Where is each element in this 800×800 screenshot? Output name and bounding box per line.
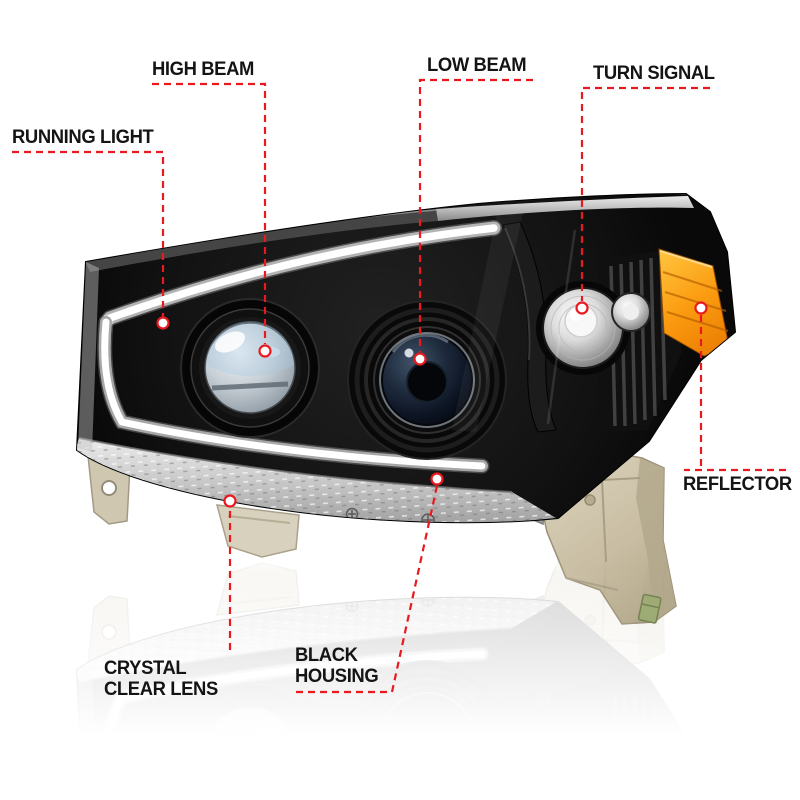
leader-dot-high-beam — [258, 344, 272, 358]
drl-running-light-tube — [97, 220, 502, 474]
leader-line-black-housing — [296, 485, 439, 694]
bracket-hole — [101, 480, 117, 496]
leader-dot-turn-signal — [575, 301, 589, 315]
high-beam-projector — [180, 298, 320, 438]
bracket-hole — [584, 494, 596, 506]
label-low-beam: LOW BEAM — [427, 55, 527, 76]
top-weatherstrip — [84, 209, 438, 272]
label-reflector: REFLECTOR — [683, 474, 792, 495]
crystal-clear-lens-strip — [77, 437, 556, 523]
leader-dot-running-light — [156, 316, 170, 330]
label-turn-signal: TURN SIGNAL — [593, 63, 715, 84]
leader-dot-reflector — [694, 301, 708, 315]
label-black-housing: BLACK HOUSING — [295, 645, 379, 687]
leader-line-running-light — [12, 150, 165, 317]
leader-line-reflector — [684, 314, 786, 472]
housing-divider-ridge — [502, 221, 557, 433]
label-crystal-clear-lens: CRYSTAL CLEAR LENS — [104, 658, 218, 700]
leader-dot-crystal-clear-lens — [223, 494, 237, 508]
top-chrome-trim — [436, 196, 694, 221]
leader-dot-low-beam — [413, 352, 427, 366]
floor-reflection — [70, 496, 750, 800]
label-high-beam: HIGH BEAM — [152, 59, 254, 80]
callout-lines — [12, 78, 786, 694]
headlamp-artwork — [75, 192, 737, 625]
glass-glare — [452, 212, 577, 432]
lens-screw — [152, 484, 168, 500]
label-running-light: RUNNING LIGHT — [12, 127, 154, 148]
leader-line-turn-signal — [580, 86, 710, 301]
leader-dot-black-housing — [430, 472, 444, 486]
mounting-tab-bottom — [215, 504, 300, 558]
turn-signal-assembly — [536, 250, 682, 432]
left-lens-edge — [78, 262, 99, 452]
leader-line-high-beam — [152, 82, 267, 344]
leader-line-low-beam — [418, 78, 533, 352]
low-beam-projector — [347, 300, 507, 460]
lens-screw — [421, 513, 435, 523]
